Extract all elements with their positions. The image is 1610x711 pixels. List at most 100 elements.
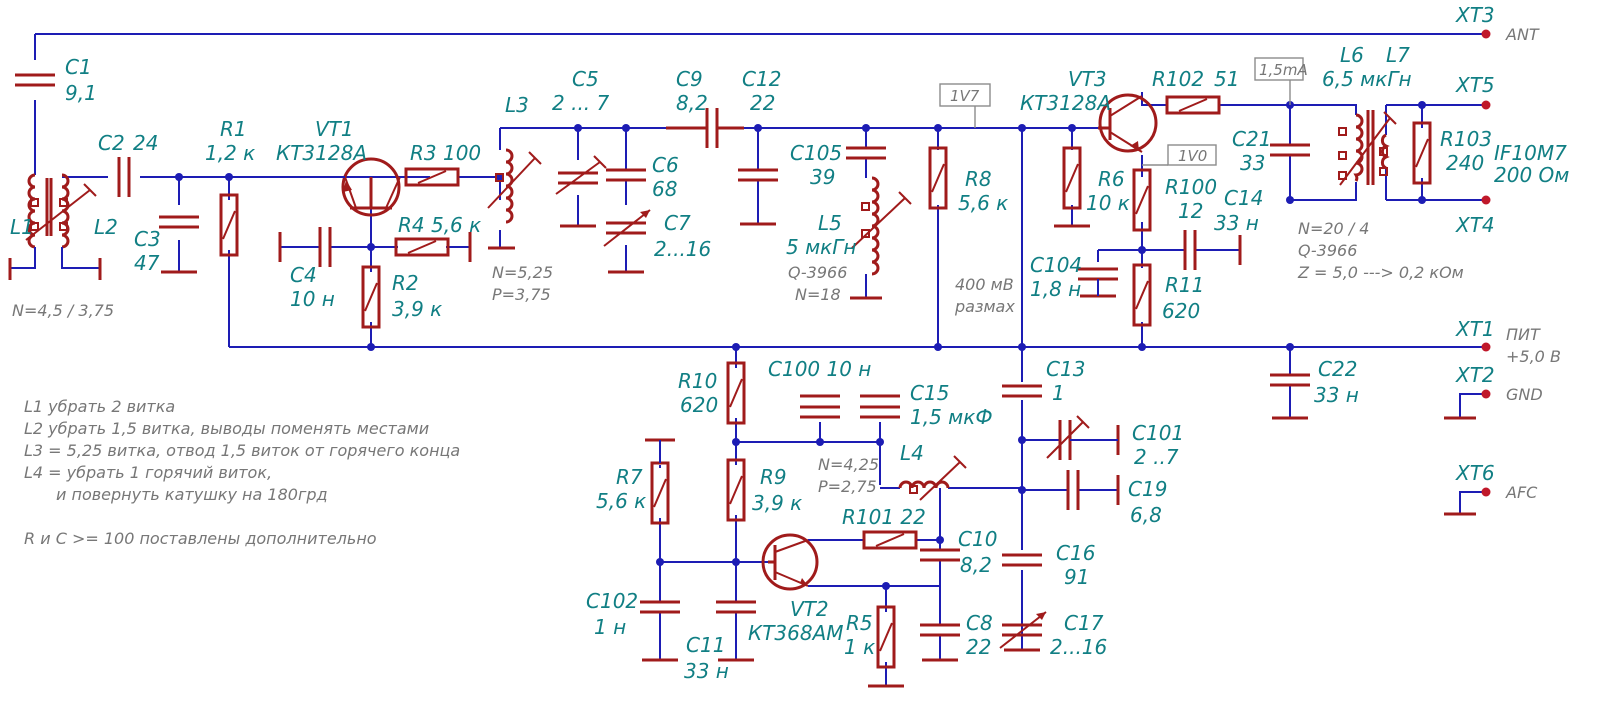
label-r3: R3 100 — [410, 141, 481, 165]
label-vt1: VT1 — [315, 117, 354, 141]
value-r100: 12 — [1178, 199, 1203, 223]
value-r10: 620 — [680, 393, 718, 417]
label-c1: C1 — [65, 55, 92, 79]
r100-symbol — [1132, 168, 1152, 232]
pin-xt4 — [1481, 195, 1491, 205]
label-l4: L4 — [900, 441, 924, 465]
label-l1: L1 — [10, 215, 34, 239]
l5-n: N=18 — [795, 285, 841, 304]
label-c13: C13 — [1046, 357, 1085, 381]
pin-xt5 — [1481, 100, 1491, 110]
label-c16: C16 — [1056, 541, 1095, 565]
value-r6: 10 к — [1086, 191, 1130, 215]
label-c5: C5 — [572, 67, 599, 91]
r7-symbol — [650, 461, 670, 525]
c100-symbol — [798, 405, 842, 419]
c104-symbol — [1076, 267, 1120, 281]
value-c3: 47 — [134, 251, 160, 275]
c13-symbol — [1000, 384, 1044, 398]
value-r102: 51 — [1214, 67, 1239, 91]
value-r2: 3,9 к — [392, 297, 442, 321]
l6-q: Q-3966 — [1298, 241, 1357, 260]
xt2-function: GND — [1506, 385, 1543, 404]
value-c22: 33 н — [1314, 383, 1359, 407]
c102-symbol — [638, 600, 682, 614]
r1-symbol — [219, 193, 239, 257]
if-output-freq: IF10M7 — [1494, 141, 1567, 165]
value-c5: 2 ... 7 — [552, 91, 610, 115]
value-c11: 33 н — [684, 659, 729, 683]
l5-q: Q-3966 — [788, 263, 847, 282]
label-r7: R7 — [616, 465, 643, 489]
value-c4: 10 н — [290, 287, 335, 311]
label-r102: R102 — [1152, 67, 1204, 91]
label-c2: C2 — [98, 131, 125, 155]
label-l5: L5 — [818, 211, 842, 235]
l6-impedance: Z = 5,0 ---> 0,2 кОм — [1297, 263, 1464, 282]
value-c12: 22 — [750, 91, 775, 115]
value-c10: 8,2 — [960, 553, 992, 577]
l4-turns-n: N=4,25 — [818, 455, 879, 474]
label-c7: C7 — [664, 211, 691, 235]
voltage-1v0: 1V0 — [1178, 147, 1207, 165]
label-c15: C15 — [910, 381, 949, 405]
label-c17: C17 — [1064, 611, 1104, 635]
value-c8: 22 — [966, 635, 991, 659]
label-c10: C10 — [958, 527, 997, 551]
label-c105: C105 — [790, 141, 842, 165]
c5-symbol — [555, 155, 607, 195]
c22-symbol — [1268, 373, 1312, 387]
if-output-impedance: 200 Ом — [1494, 163, 1569, 187]
value-c9: 8,2 — [676, 91, 708, 115]
c15-symbol — [858, 405, 902, 419]
value-c7: 2...16 — [654, 237, 711, 261]
type-vt3: КТ3128А — [1020, 91, 1111, 115]
label-xt1: XT1 — [1455, 317, 1495, 341]
l5-symbol — [850, 168, 912, 300]
label-c6: C6 — [652, 153, 679, 177]
value-r5: 1 к — [844, 635, 875, 659]
label-c100: C100 10 н — [768, 357, 871, 381]
type-vt2: КТ368АМ — [748, 621, 844, 645]
l1-l2-transformer-symbol — [8, 173, 102, 280]
component-symbols — [8, 29, 1491, 688]
label-l7: L7 — [1386, 43, 1410, 67]
c2-symbol — [117, 155, 131, 199]
c21-symbol — [1268, 143, 1312, 157]
note-line-2: L2 убрать 1,5 витка, выводы поменять мес… — [24, 419, 429, 438]
label-c3: C3 — [134, 227, 161, 251]
note-line-4: L4 = убрать 1 горячий виток, — [24, 463, 272, 482]
c101-symbol — [1046, 415, 1090, 462]
pin-xt3 — [1481, 29, 1491, 39]
c14-symbol — [1183, 228, 1197, 272]
value-c21: 33 — [1240, 151, 1265, 175]
value-l5: 5 мкГн — [786, 235, 856, 259]
pin-xt6 — [1481, 487, 1491, 497]
r6-symbol — [1062, 146, 1082, 210]
label-r8: R8 — [965, 167, 992, 191]
label-vt3: VT3 — [1068, 67, 1107, 91]
value-c101: 2 ..7 — [1134, 445, 1179, 469]
value-r9: 3,9 к — [752, 491, 802, 515]
xt6-function: AFC — [1505, 483, 1538, 502]
label-l3: L3 — [505, 93, 529, 117]
label-xt5: XT5 — [1455, 73, 1495, 97]
pin-xt2 — [1481, 389, 1491, 399]
r8-symbol — [928, 146, 948, 210]
label-r103: R103 — [1440, 127, 1492, 151]
labels: C1 9,1 C2 24 C3 47 L1 L2 N=4,5 / 3,75 R1… — [10, 3, 1569, 683]
value-c102: 1 н — [594, 615, 626, 639]
vt1-symbol — [341, 157, 406, 217]
c3-symbol — [157, 215, 201, 229]
label-xt2: XT2 — [1455, 363, 1495, 387]
l4-symbol — [898, 455, 967, 501]
label-c102: C102 — [586, 589, 638, 613]
r9-symbol — [726, 458, 746, 522]
label-c14: C14 — [1224, 186, 1263, 210]
label-r10: R10 — [678, 369, 717, 393]
amplitude-unit: размах — [954, 297, 1015, 316]
value-r1: 1,2 к — [205, 141, 255, 165]
type-vt1: КТ3128А — [276, 141, 367, 165]
value-c14: 33 н — [1214, 211, 1259, 235]
